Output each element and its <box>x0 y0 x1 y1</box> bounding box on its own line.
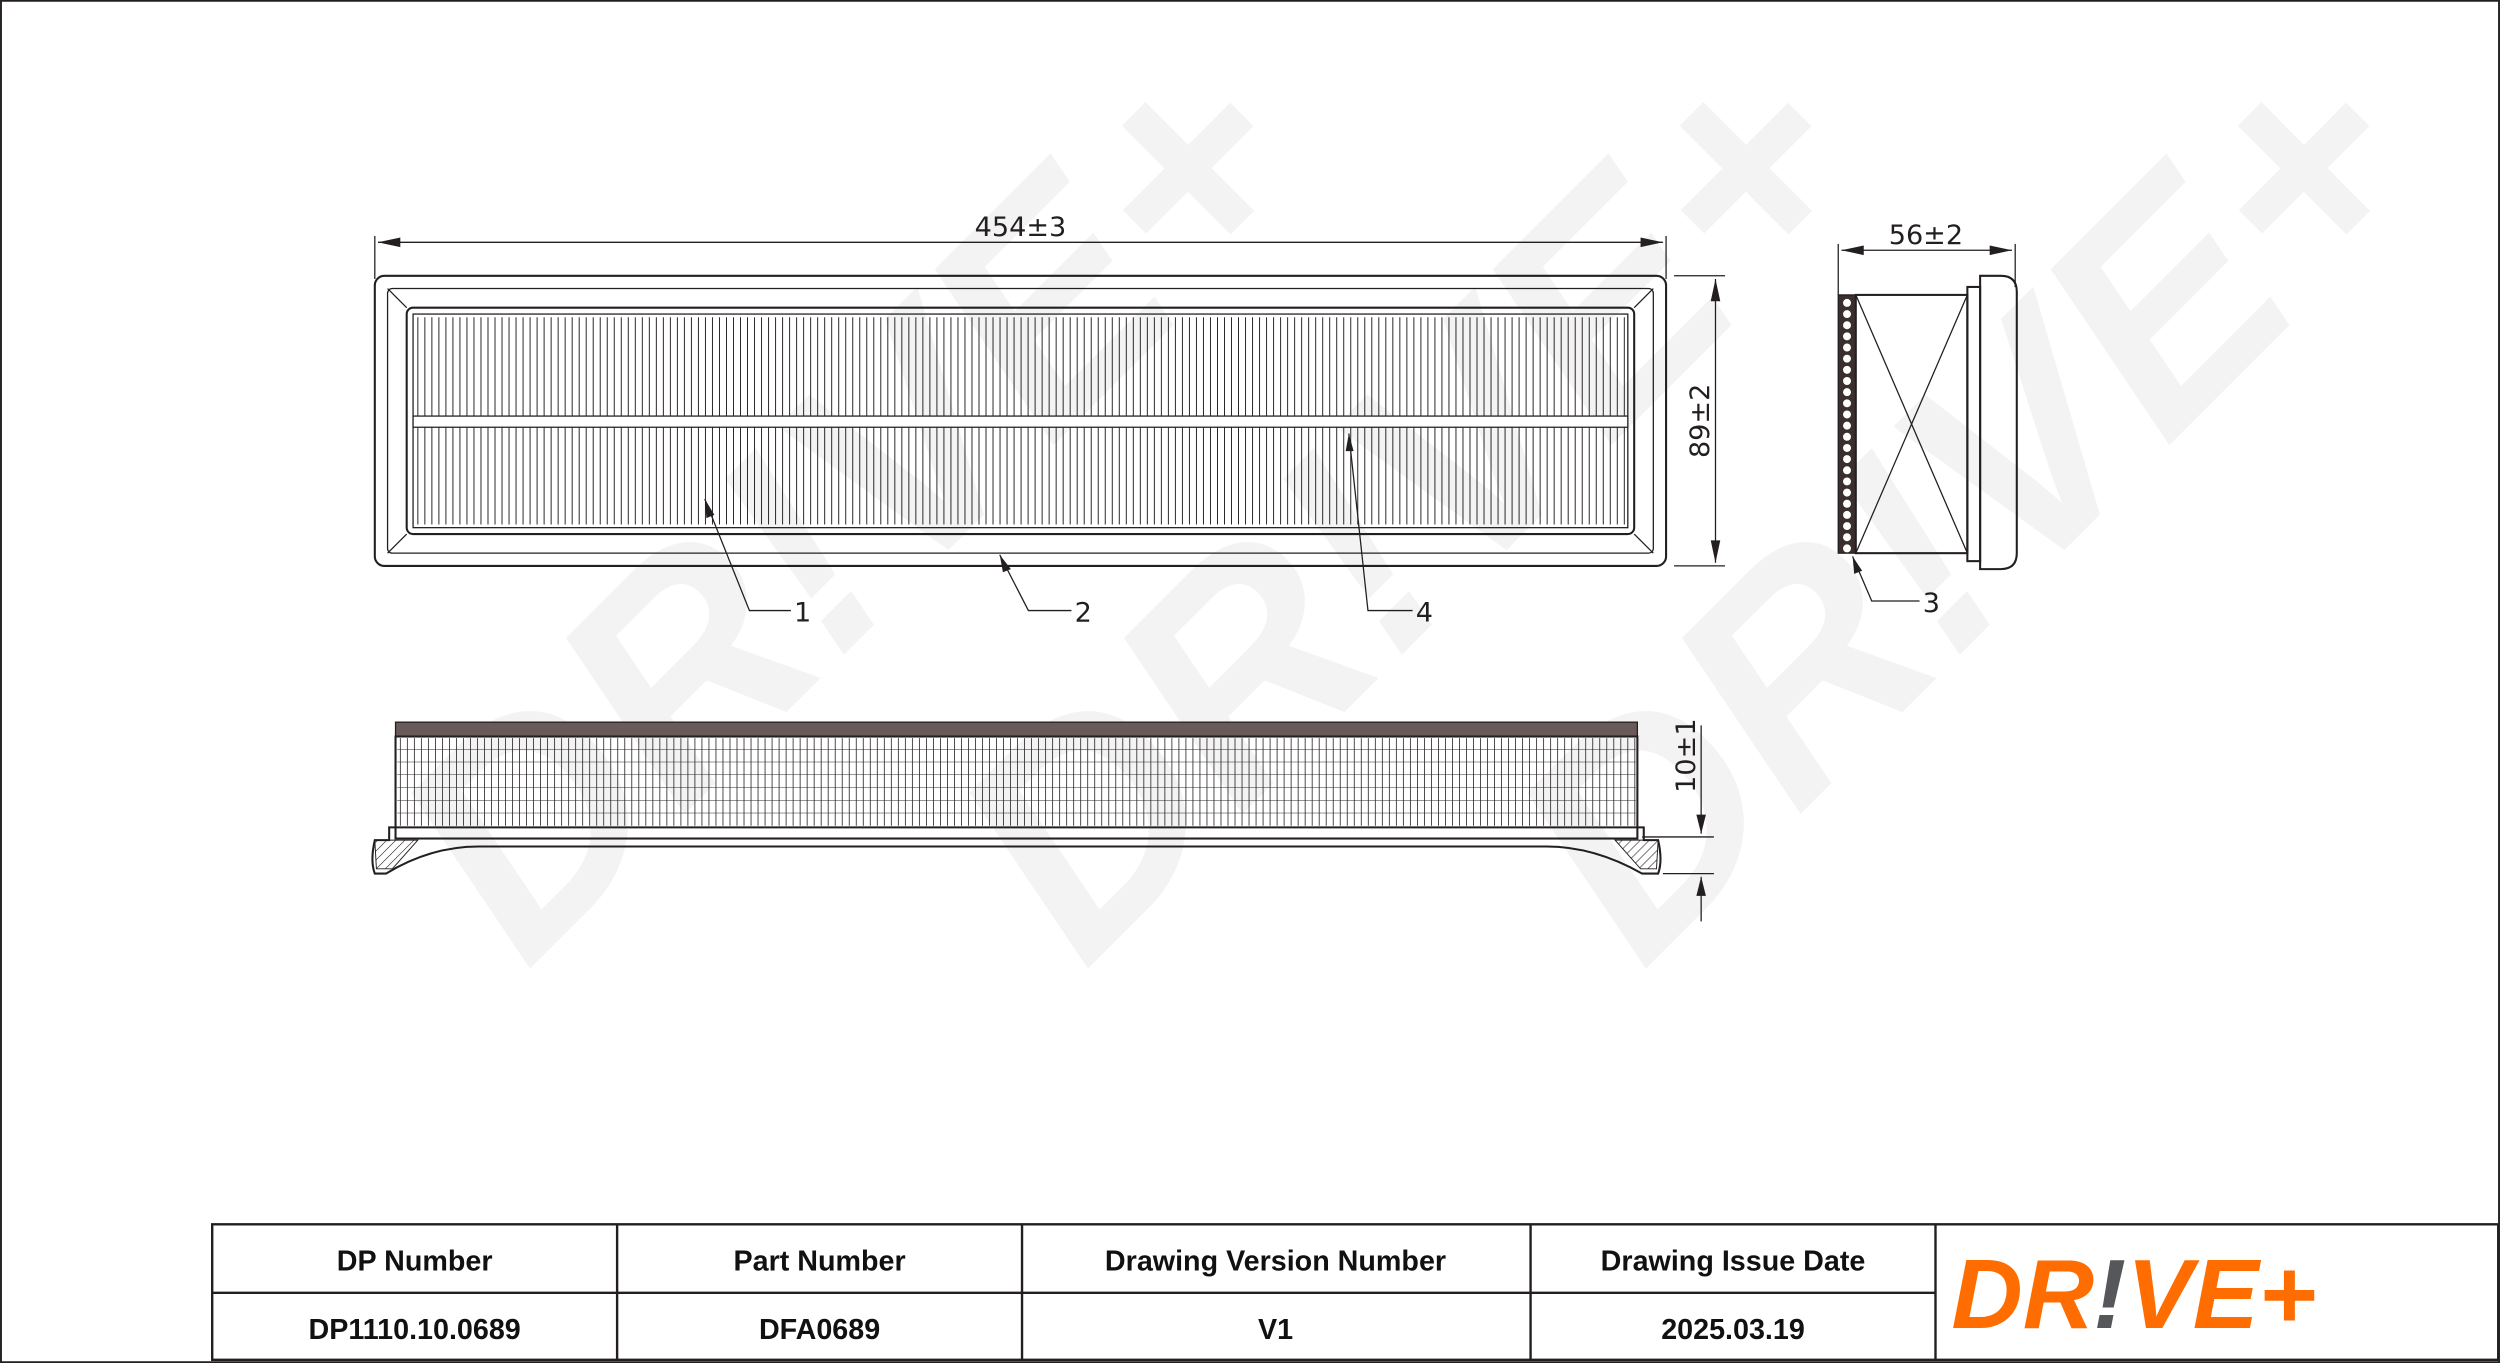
header-issue-date: Drawing Issue Date <box>1601 1246 1866 1278</box>
callout-4: 4 <box>1416 598 1433 629</box>
header-part-number: Part Number <box>733 1246 905 1278</box>
title-block: DP Number Part Number Drawing Version Nu… <box>211 1223 2500 1362</box>
dp-number-value: DP1110.10.0689 <box>309 1314 521 1346</box>
svg-text:VE+: VE+ <box>2127 1239 2317 1349</box>
mesh-hole <box>1843 298 1851 307</box>
callout-1: 1 <box>794 598 811 629</box>
header-dp-number: DP Number <box>337 1246 493 1278</box>
top-view: 454±3 89±2 1 2 4 <box>373 212 1726 629</box>
flange-dimension: 10±1 <box>1671 718 1702 792</box>
callout-2: 2 <box>1075 598 1092 629</box>
svg-text:!: ! <box>2093 1239 2126 1349</box>
mesh-hole <box>1843 533 1851 542</box>
mesh-hole <box>1843 488 1851 497</box>
mesh-hole <box>1843 477 1851 486</box>
mesh-hole <box>1843 443 1851 452</box>
center-bar <box>412 415 1629 428</box>
mesh-hole <box>1843 399 1851 408</box>
callout-3: 3 <box>1923 588 1940 619</box>
part-number-value: DFA0689 <box>759 1314 880 1346</box>
mesh-hole <box>1843 421 1851 430</box>
mesh-hole <box>1843 388 1851 397</box>
mesh-hole <box>1843 310 1851 319</box>
svg-text:DR: DR <box>1951 1239 2094 1349</box>
mesh-hole <box>1843 522 1851 531</box>
drive-logo: DR ! VE+ <box>1951 1239 2316 1349</box>
mesh-hole <box>1843 343 1851 352</box>
mesh-hole <box>1843 365 1851 374</box>
length-dimension: 454±3 <box>975 212 1067 243</box>
mesh-hole <box>1843 544 1851 553</box>
mesh-hole <box>1843 455 1851 464</box>
version-value: V1 <box>1258 1314 1293 1346</box>
mesh-hole <box>1843 321 1851 330</box>
width-dimension: 89±2 <box>1685 384 1716 458</box>
mesh-hole <box>1843 332 1851 341</box>
mesh-hole <box>1843 432 1851 441</box>
issue-date-value: 2025.03.19 <box>1661 1314 1805 1346</box>
end-view: 56±2 3 <box>1837 220 2018 619</box>
mesh-hole <box>1843 410 1851 419</box>
mesh-band <box>394 721 1639 738</box>
header-drawing-version: Drawing Version Number <box>1105 1246 1446 1278</box>
mesh-hole <box>1843 466 1851 475</box>
mesh-hole <box>1843 499 1851 508</box>
height-dimension: 56±2 <box>1889 220 1963 251</box>
front-view: 10±1 <box>371 718 1714 922</box>
mesh-hole <box>1843 510 1851 519</box>
mesh-hole <box>1843 377 1851 385</box>
mesh-hole <box>1843 354 1851 363</box>
